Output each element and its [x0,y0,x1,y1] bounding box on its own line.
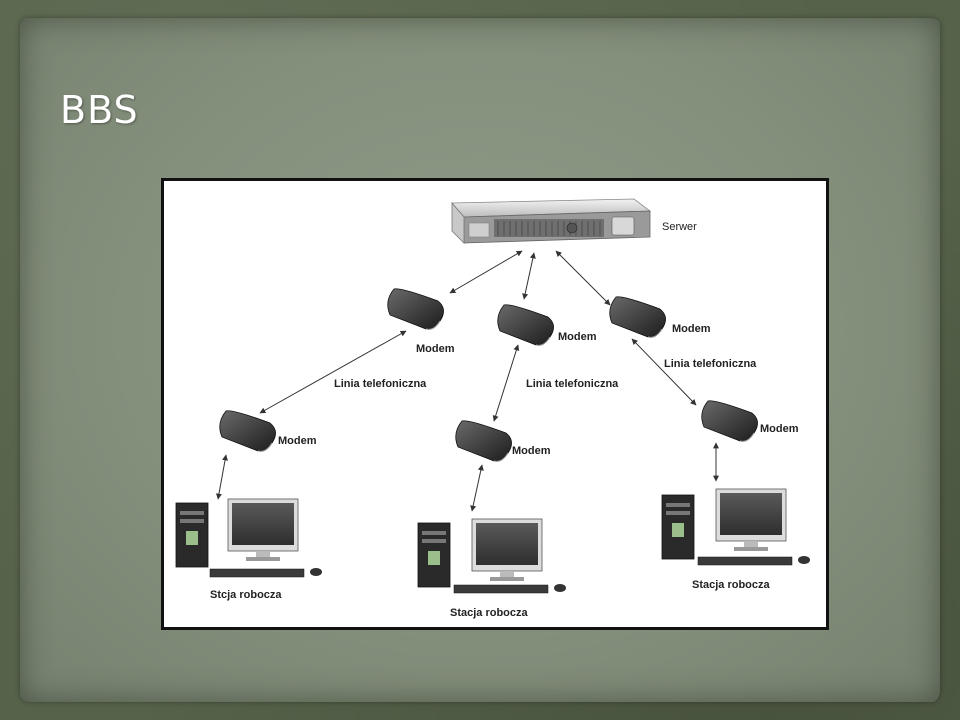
modem-label: Modem [416,343,455,355]
workstation-icon [417,518,566,594]
modem-label: Modem [672,323,711,335]
link-modem-line-right [631,338,697,406]
workstation-icon [175,498,322,578]
link-modem-pc-middle [470,464,484,512]
workstation-label: Stcja robocza [210,589,282,601]
modem-icon [701,400,758,442]
connections [216,250,719,512]
phone-line-label: Linia telefoniczna [334,378,427,390]
modem-icon [497,304,554,346]
modem-icon [609,296,666,338]
phone-line-label: Linia telefoniczna [664,358,757,370]
modem-label: Modem [278,435,317,447]
server-icon [451,198,652,244]
modem-icon [219,410,276,452]
link-server-modem-left [449,250,523,294]
link-server-modem-middle [522,252,536,300]
link-server-modem-right [555,250,611,306]
link-modem-line-left [259,330,407,414]
diagram-canvas [175,198,810,594]
modem-icon [455,420,512,462]
slide-title: BBS [60,88,139,132]
network-diagram: Serwer Modem Modem Modem Modem Modem Mod… [161,178,829,630]
workstation-icon [661,488,810,566]
link-modem-line-middle [492,344,520,422]
phone-line-label: Linia telefoniczna [526,378,619,390]
modem-label: Modem [558,331,597,343]
modem-label: Modem [512,445,551,457]
modem-label: Modem [760,423,799,435]
modem-icon [387,288,444,330]
server-label: Serwer [662,221,697,233]
workstation-label: Stacja robocza [450,607,528,619]
link-modem-pc-left [216,454,228,500]
workstation-label: Stacja robocza [692,579,770,591]
